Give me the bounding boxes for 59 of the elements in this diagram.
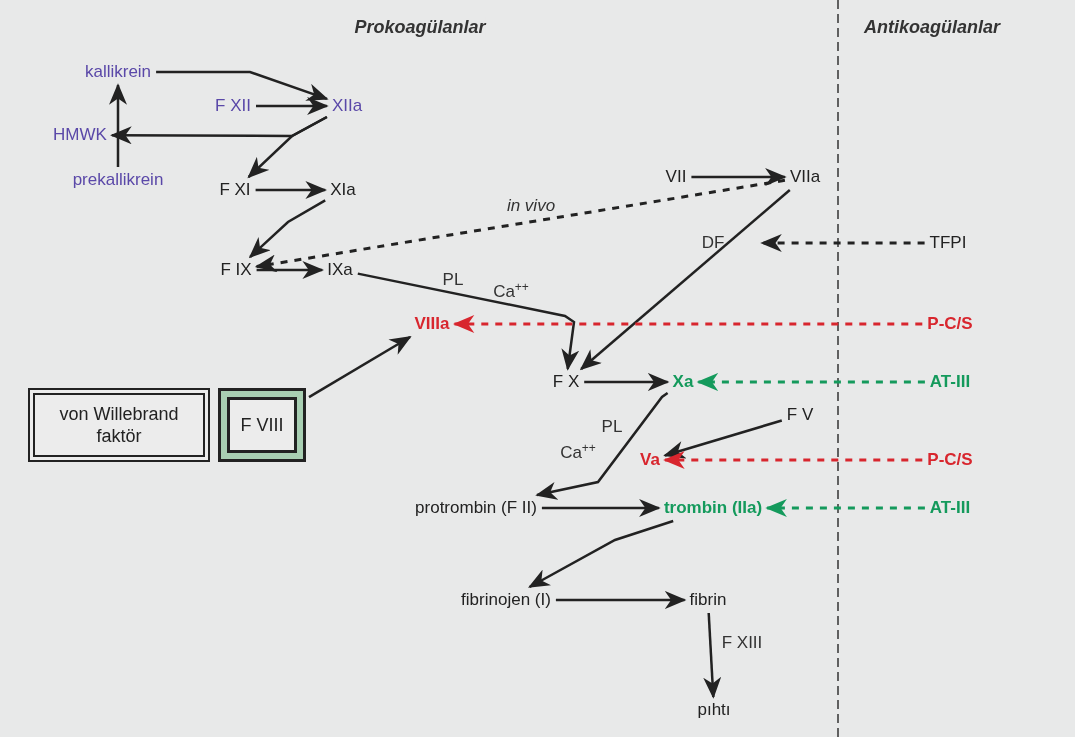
arrow (528, 519, 674, 589)
factor-label: Xa (670, 371, 696, 393)
factor-label: P-C/S (925, 313, 975, 335)
factor-label: protrombin (F II) (413, 497, 539, 519)
arrow (555, 591, 687, 609)
cofactor-label: PL (601, 417, 623, 437)
factor-label: pıhtı (695, 699, 733, 721)
factor-box: von Willebrand faktör (28, 388, 210, 462)
arrow (357, 272, 580, 371)
cofactor-label: Ca$^{++}$ (493, 279, 529, 303)
arrow (579, 189, 791, 371)
factor-label: XIIa (329, 95, 365, 117)
factor-label: fibrin (687, 589, 729, 611)
factor-label: F V (784, 404, 816, 426)
arrow (256, 97, 329, 115)
edge-label: F XIII (721, 633, 763, 653)
factor-label: Va (638, 449, 662, 471)
edge-label: in vivo (506, 196, 556, 216)
factor-label: VII (663, 166, 689, 188)
factor-label: TFPI (927, 232, 969, 254)
factor-label: prekallikrein (70, 169, 166, 191)
arrow (760, 234, 925, 252)
factor-label: F XII (213, 95, 253, 117)
arrow (663, 419, 783, 459)
cofactor-label: Ca$^{++}$ (560, 440, 596, 464)
factor-label: F X (550, 371, 582, 393)
arrow (584, 373, 670, 391)
factor-label: P-C/S (925, 449, 975, 471)
factor-label: fibrinojen (I) (459, 589, 553, 611)
arrow (109, 83, 127, 167)
arrow (248, 199, 326, 259)
factor-label: AT-III (927, 497, 973, 519)
factor-box: F VIII (218, 388, 306, 462)
arrow (696, 373, 925, 391)
cofactor-label: PL (442, 270, 464, 290)
edge-label: DF (701, 233, 725, 253)
arrow (541, 499, 661, 517)
arrow (255, 181, 327, 199)
arrow (254, 178, 786, 273)
factor-label: F XI (217, 179, 253, 201)
arrow (691, 168, 787, 186)
arrow (765, 499, 925, 517)
factor-label: VIIIa (412, 313, 452, 335)
factor-label: HMWK (51, 124, 109, 146)
factor-label: trombin (IIa) (661, 497, 765, 519)
factor-label: IXa (325, 259, 355, 281)
arrow (703, 612, 722, 699)
factor-label: XIa (328, 179, 358, 201)
arrow (256, 261, 324, 279)
arrow (247, 115, 328, 179)
arrow (535, 392, 669, 500)
arrow (156, 70, 329, 101)
factor-label: AT-III (927, 371, 973, 393)
arrow (308, 335, 412, 399)
factor-label: kallikrein (82, 61, 154, 83)
arrow (663, 451, 923, 469)
factor-label: F IX (218, 259, 254, 281)
factor-label: VIIa (787, 166, 823, 188)
arrow (452, 315, 923, 333)
